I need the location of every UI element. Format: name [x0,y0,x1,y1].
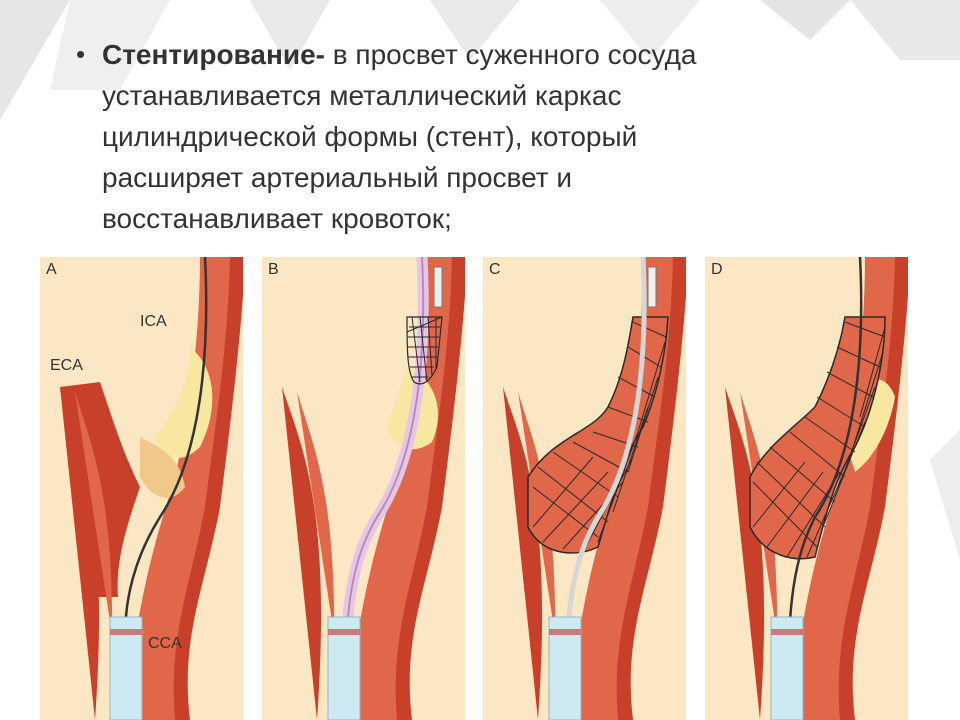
panel-d: D [705,257,908,720]
cca-label: CCA [148,635,182,652]
ica-label: ICA [140,313,167,330]
panel-d-letter: D [711,261,723,278]
bullet-line-5: восстанавливает кровоток; [102,203,452,234]
panel-b-drawing [282,257,465,720]
stenting-illustration: A ICA ECA CCA B [40,257,908,720]
bullet-marker: • [76,39,86,69]
bullet-line-1: в просвет суженного сосуда [332,39,697,70]
panel-b-letter: B [268,261,279,278]
panel-b: B [262,257,465,720]
bullet-line-2: устанавливается металлический каркас [102,80,622,111]
bullet-line-4: расширяет артериальный просвет и [102,162,572,193]
panel-c-drawing [503,257,686,720]
stent-mesh [527,316,669,554]
bullet-term: Стентирование- [102,39,325,70]
expanded-stent-mesh [749,316,886,560]
panel-a: A ICA ECA CCA [40,257,243,720]
panel-a-drawing [60,257,243,720]
embolic-protection-filter [406,316,443,385]
panel-c-letter: C [489,261,501,278]
bullet-text: Стентирование- в просвет суженного сосуд… [102,34,916,239]
panel-c: C [483,257,686,720]
eca-label: ECA [50,357,83,374]
panel-d-drawing [725,257,908,720]
bullet-line-3: цилиндрической формы (стент), который [102,121,638,152]
bullet-paragraph: • Стентирование- в просвет суженного сос… [76,34,916,239]
panel-a-letter: A [46,261,57,278]
